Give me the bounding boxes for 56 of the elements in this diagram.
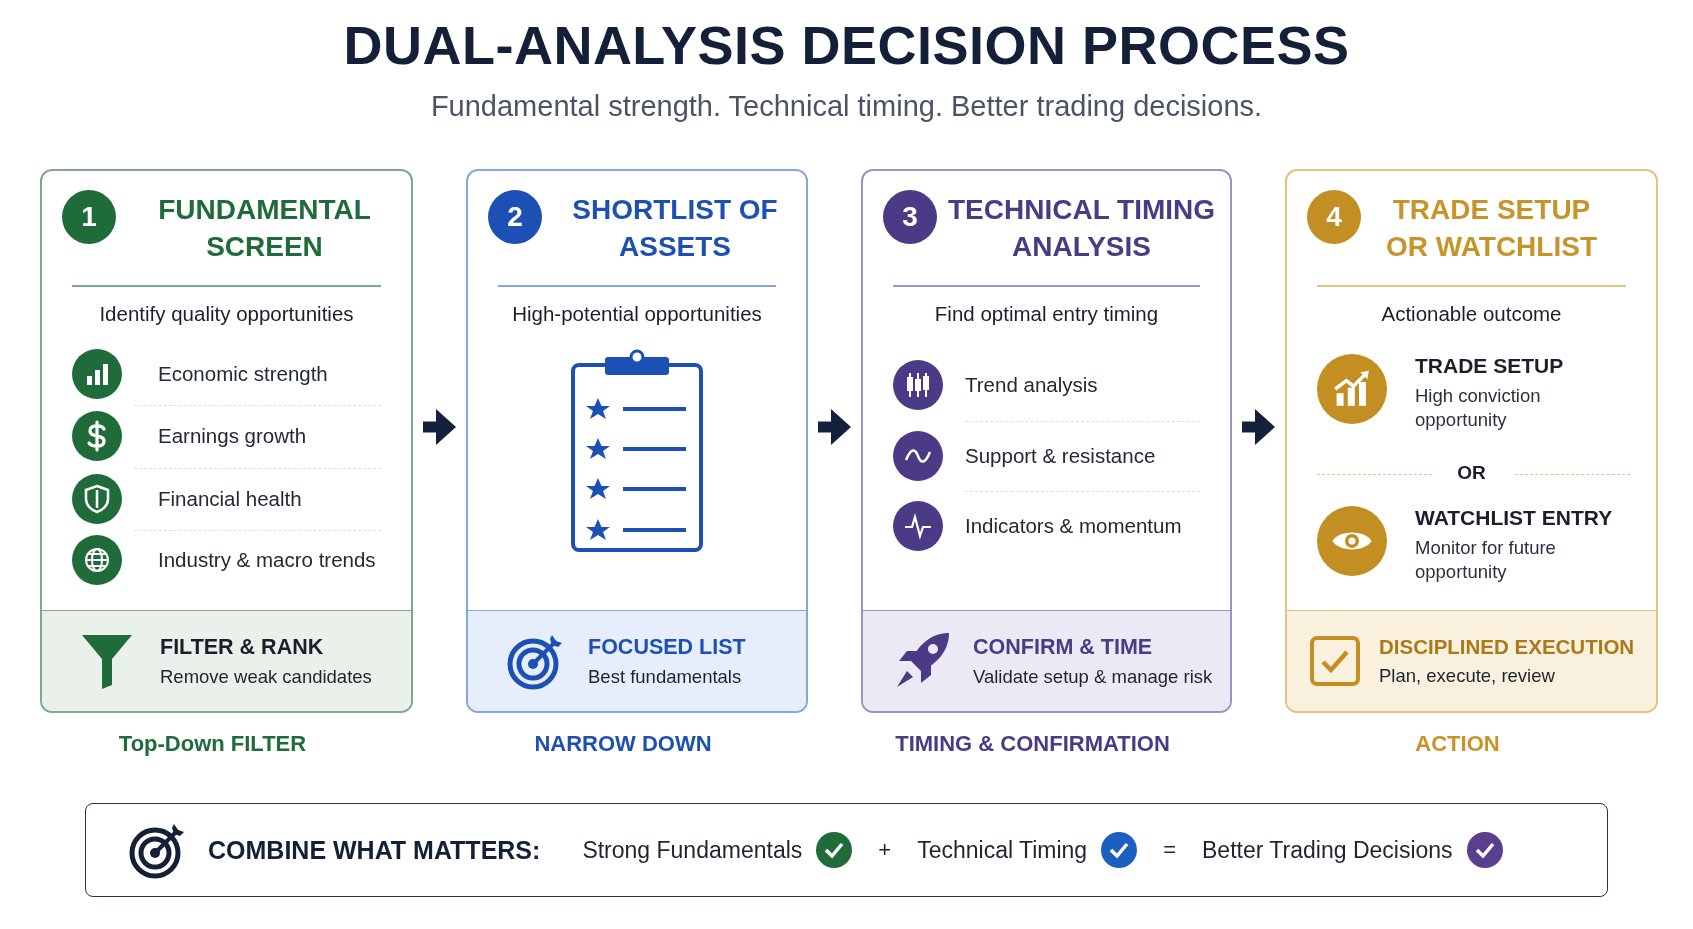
criterion-text: Earnings growth bbox=[158, 424, 307, 448]
summary-title: CONFIRM & TIME bbox=[973, 634, 1154, 660]
summary-text: Best fundamentals bbox=[588, 665, 743, 688]
criterion-text: Industry & macro trends bbox=[158, 548, 376, 572]
outcome-description: High conviction opportunity bbox=[1415, 384, 1542, 432]
operator-symbol: = bbox=[1163, 837, 1177, 863]
or-text: OR bbox=[1457, 462, 1486, 484]
step-subtitle: Identify quality opportunities bbox=[99, 302, 354, 326]
step-heading: FUNDAMENTAL SCREEN bbox=[157, 193, 372, 264]
criterion-text: Indicators & momentum bbox=[965, 514, 1182, 538]
arrow bbox=[1242, 409, 1275, 445]
diagram-title: DUAL-ANALYSIS DECISION PROCESS bbox=[343, 14, 1350, 76]
arrow bbox=[423, 409, 456, 445]
summary-title: FILTER & RANK bbox=[160, 634, 325, 660]
phase-label: TIMING & CONFIRMATION bbox=[895, 731, 1170, 757]
step-number-badge: 2 bbox=[488, 190, 542, 244]
subtitle-text: Fundamental strength. Technical timing. Better trading decisions. bbox=[430, 90, 1263, 123]
summary-panel bbox=[863, 610, 1230, 711]
step-subtitle: High-potential opportunities bbox=[512, 302, 762, 326]
outcome-title: WATCHLIST ENTRY bbox=[1415, 506, 1613, 530]
summary-text: Plan, execute, review bbox=[1379, 665, 1556, 687]
criterion-text: Financial health bbox=[158, 487, 302, 511]
summary-panel bbox=[468, 610, 806, 711]
step-number-badge: 3 bbox=[883, 190, 937, 244]
arrow bbox=[818, 409, 851, 445]
phase-label: NARROW DOWN bbox=[534, 731, 712, 757]
summary-panel bbox=[1287, 610, 1656, 711]
summary-text: Remove weak candidates bbox=[160, 665, 372, 688]
operator-symbol: + bbox=[878, 837, 892, 863]
step-subtitle: Find optimal entry timing bbox=[934, 302, 1159, 326]
summary-text: Validate setup & manage risk bbox=[973, 665, 1213, 688]
step-heading: SHORTLIST OF ASSETS bbox=[571, 193, 779, 264]
summary-panel bbox=[42, 610, 411, 711]
phase-label: Top-Down FILTER bbox=[118, 731, 307, 757]
summary-item: Technical Timing bbox=[917, 836, 1088, 864]
summary-item: Strong Fundamentals bbox=[582, 836, 803, 864]
criterion-text: Support & resistance bbox=[965, 444, 1156, 468]
summary-bar bbox=[85, 803, 1608, 897]
step-number-badge: 4 bbox=[1307, 190, 1361, 244]
summary-title: DISCIPLINED EXECUTION bbox=[1379, 635, 1635, 659]
step-card bbox=[466, 169, 808, 713]
criterion-text: Trend analysis bbox=[965, 373, 1098, 397]
outcome-title: TRADE SETUP bbox=[1415, 354, 1565, 378]
step-card bbox=[40, 169, 413, 713]
step-heading: TECHNICAL TIMING ANALYSIS bbox=[947, 193, 1216, 264]
summary-heading: COMBINE WHAT MATTERS: bbox=[208, 835, 541, 865]
summary-title: FOCUSED LIST bbox=[588, 634, 746, 660]
outcome-description: Monitor for future opportunity bbox=[1415, 536, 1557, 584]
phase-label: ACTION bbox=[1415, 731, 1500, 757]
criterion-text: Economic strength bbox=[158, 362, 328, 386]
step-subtitle: Actionable outcome bbox=[1381, 302, 1562, 326]
summary-item: Better Trading Decisions bbox=[1202, 836, 1453, 864]
step-card bbox=[861, 169, 1232, 713]
step-card bbox=[1285, 169, 1658, 713]
step-number-badge: 1 bbox=[62, 190, 116, 244]
step-heading: TRADE SETUP OR WATCHLIST bbox=[1385, 193, 1598, 264]
